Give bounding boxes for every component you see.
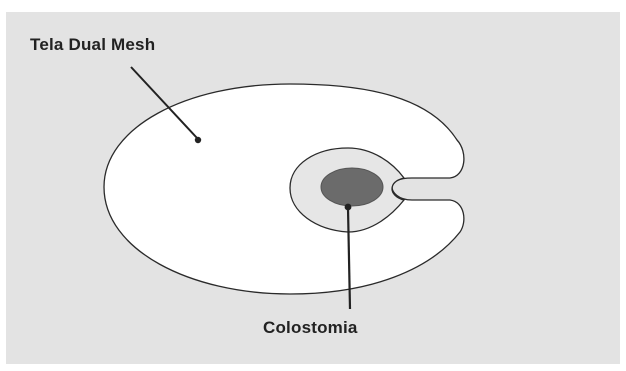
mesh-leader-dot <box>195 137 201 143</box>
stoma <box>321 168 383 206</box>
mesh-label: Tela Dual Mesh <box>30 35 155 55</box>
stoma-label: Colostomia <box>263 318 358 338</box>
mesh-outline <box>104 84 464 294</box>
stoma-leader-dot <box>345 204 352 211</box>
